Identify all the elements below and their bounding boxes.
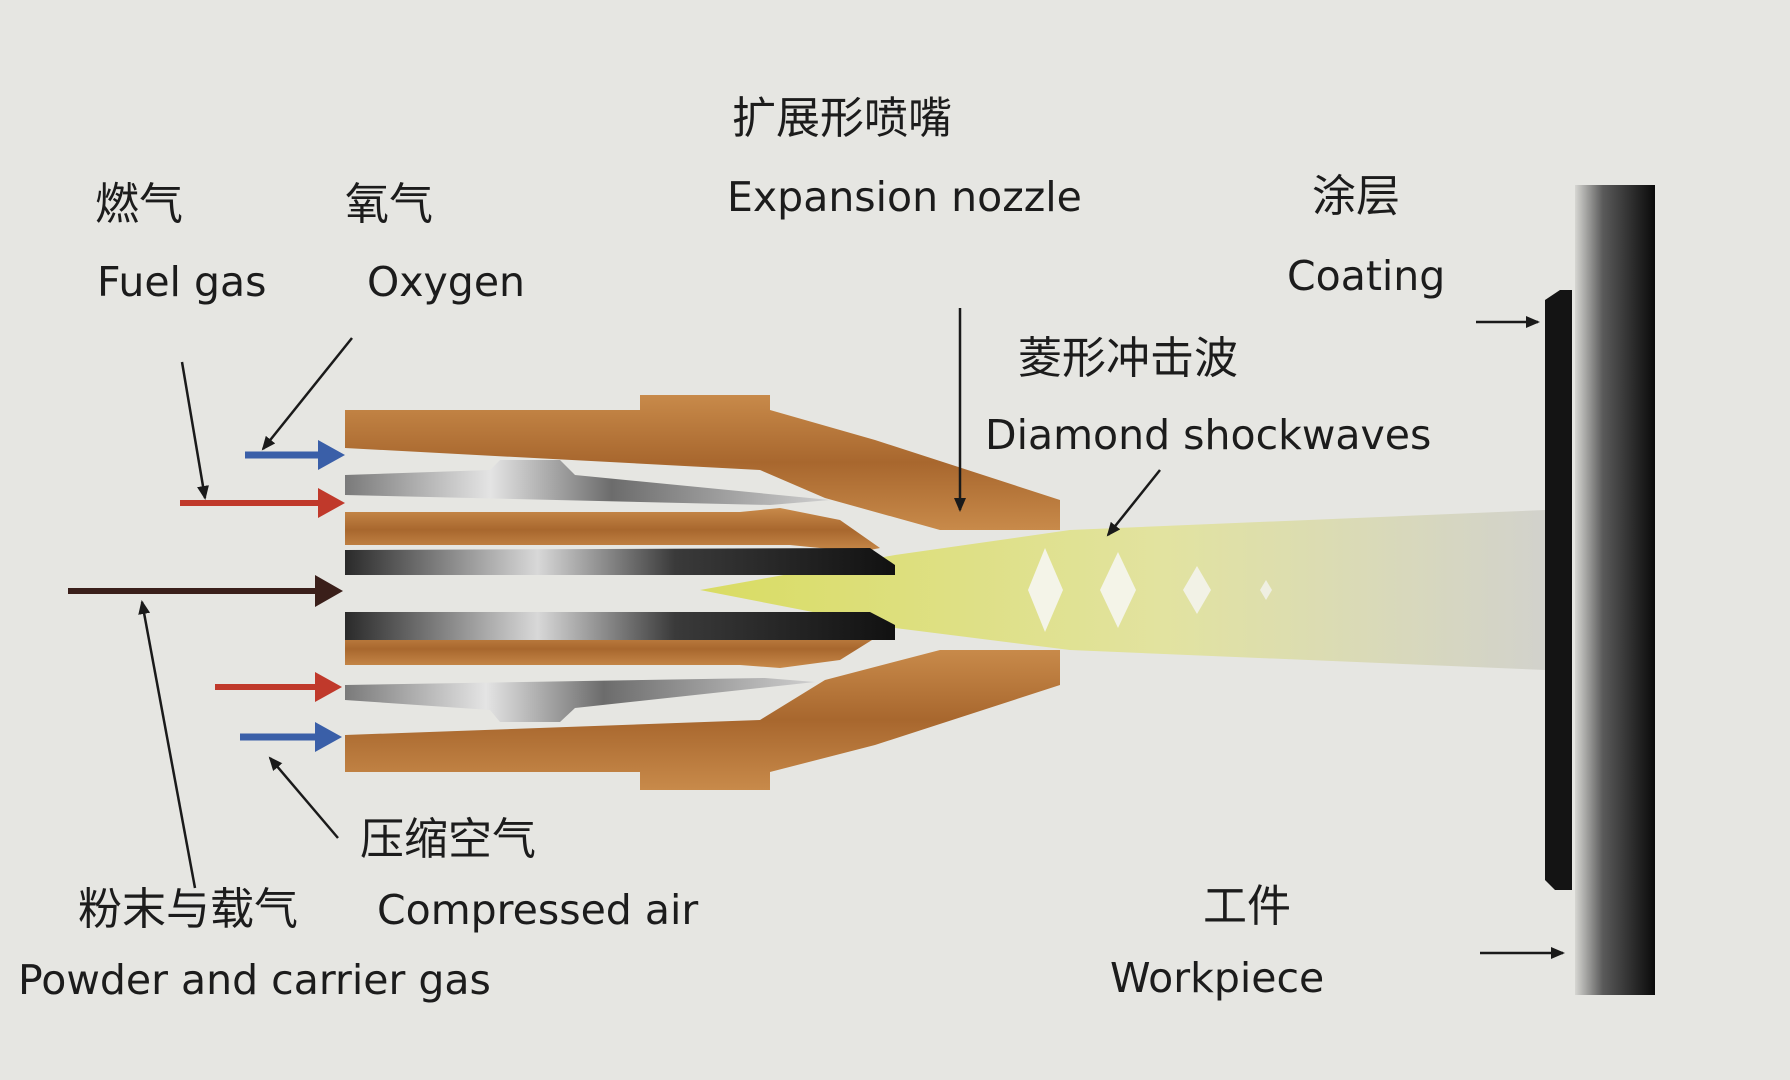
workpiece-block	[1575, 185, 1655, 995]
shock-diamond	[1183, 566, 1211, 614]
fuel-gas-leader	[180, 361, 209, 500]
diamond-shockwaves-leader	[1106, 469, 1161, 537]
steel-liner-lower	[345, 612, 895, 640]
fuel-gas-label-en: Fuel gas	[97, 258, 267, 306]
fuel-channel-lower	[345, 678, 815, 722]
shock-diamond	[1260, 580, 1272, 600]
expansion-nozzle-label-zh: 扩展形喷嘴	[732, 93, 952, 144]
oxygen-label-zh: 氧气	[345, 179, 433, 230]
inner-body-upper	[345, 508, 880, 552]
powder-carrier-gas-label-en: Powder and carrier gas	[18, 956, 491, 1004]
diamond-shockwaves-label-en: Diamond shockwaves	[985, 411, 1432, 459]
fuel-channel-upper	[345, 460, 830, 505]
workpiece-label-en: Workpiece	[1110, 954, 1325, 1002]
powder-carrier-gas-label-zh: 粉末与载气	[78, 884, 298, 935]
coating-layer	[1545, 290, 1572, 890]
oxygen-arrowhead	[318, 440, 345, 470]
compressed-air-label-zh: 压缩空气	[360, 814, 536, 865]
oxygen-leader	[261, 337, 353, 451]
powder-arrowhead	[315, 575, 343, 607]
coating-label-zh: 涂层	[1312, 171, 1400, 222]
fuel-arrowhead	[315, 672, 342, 702]
oxygen-arrowhead	[315, 722, 342, 752]
oxygen-label-en: Oxygen	[367, 258, 526, 306]
fuel-arrowhead	[318, 488, 345, 518]
compressed-air-label-en: Compressed air	[377, 886, 699, 934]
fuel-gas-label-zh: 燃气	[95, 179, 183, 230]
workpiece-label-zh: 工件	[1203, 881, 1291, 932]
nozzle-upper-shell	[345, 395, 1060, 530]
diamond-shockwaves-label-zh: 菱形冲击波	[1018, 333, 1238, 384]
shock-diamond	[1100, 552, 1136, 628]
shock-diamond	[1028, 548, 1063, 632]
expansion-nozzle-label-en: Expansion nozzle	[727, 173, 1082, 221]
compressed-air-leader	[268, 756, 339, 839]
nozzle-lower-shell	[345, 650, 1060, 790]
coating-label-en: Coating	[1287, 252, 1446, 300]
powder-leader	[138, 600, 197, 889]
steel-liner-upper	[345, 548, 895, 575]
